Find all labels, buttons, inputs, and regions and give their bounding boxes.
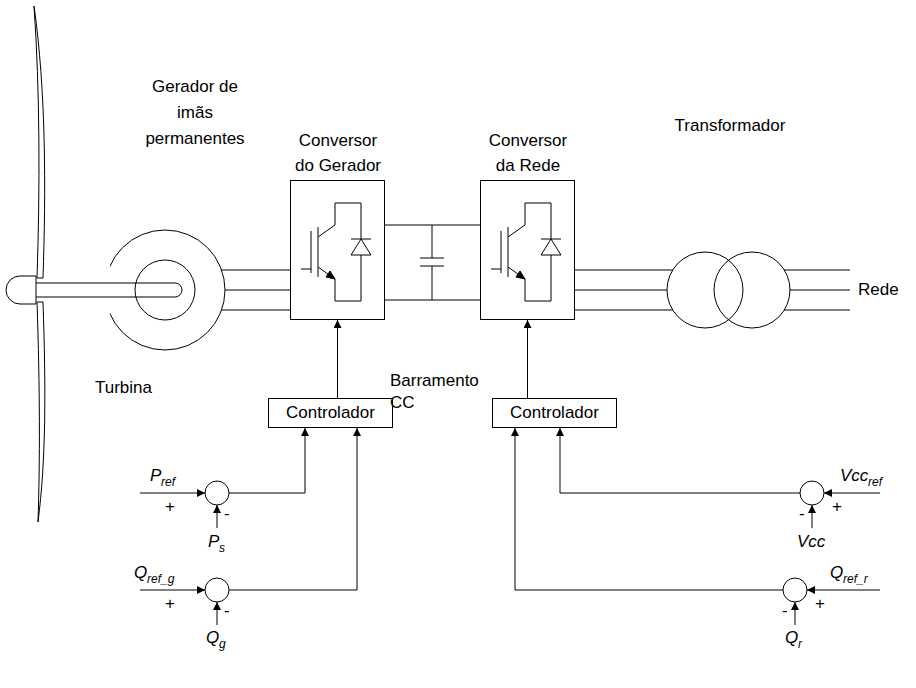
power-line (385, 225, 480, 300)
signal-name: P (150, 466, 161, 486)
signal-name: Vcc (840, 466, 868, 486)
signal-name: Q (206, 628, 219, 648)
igbt-symbol (291, 181, 384, 319)
transformer-winding (667, 252, 743, 328)
signal-wires (140, 428, 880, 625)
signal-subscript: ref (161, 475, 175, 489)
dc-capacitor (420, 225, 444, 300)
heading-label: Conversor da Rede (481, 128, 576, 178)
part-label: Barramento CC (390, 370, 485, 414)
turbine-shaft (32, 283, 182, 297)
converter: Conversor da Rede (473, 128, 583, 323)
signal-subscript: ref_g (147, 572, 174, 586)
generator-stator (110, 230, 225, 350)
control-arrow (337, 320, 338, 398)
signal-subscript: r (798, 637, 802, 651)
transformer-symbol (650, 115, 810, 335)
power-line (575, 270, 673, 310)
generator: Gerador de imãs permanentes (110, 74, 280, 359)
signal-name: Vcc (797, 532, 825, 552)
box-label: Controlador (493, 399, 616, 427)
converter: Conversor do Gerador (283, 128, 393, 323)
converter-box (480, 180, 575, 320)
sign-label: + (832, 497, 842, 517)
signal-subscript: ref (868, 475, 882, 489)
power-line (222, 270, 290, 310)
control-arrow (527, 320, 528, 398)
sign-label: - (782, 601, 788, 621)
grid-lines (784, 270, 850, 310)
sign-label: + (165, 497, 175, 517)
generator-rotor (135, 260, 195, 320)
transformer: Transformador (650, 115, 810, 335)
heading-label: Gerador de imãs permanentes (138, 74, 253, 152)
signal-subscript: g (219, 637, 226, 651)
box-label: Controlador (269, 399, 392, 427)
turbine-blade (34, 6, 45, 278)
sign-label: + (165, 594, 175, 614)
sign-label: - (224, 601, 230, 621)
sign-label: - (224, 504, 230, 524)
turbine-blade (37, 302, 45, 522)
signal-name: Q (785, 628, 798, 648)
heading-label: Conversor do Gerador (291, 128, 386, 178)
transformer-winding (714, 252, 790, 328)
signal-name: P (208, 532, 219, 552)
controller-box: Controlador (492, 398, 617, 428)
igbt-symbol (481, 181, 574, 319)
part-label: Turbina (95, 378, 152, 398)
sign-label: + (815, 594, 825, 614)
signal-name: Q (830, 563, 843, 583)
signal-subscript: s (219, 541, 225, 555)
sign-label: - (799, 504, 805, 524)
signal-name: Q (134, 563, 147, 583)
heading-label: Transformador (650, 115, 810, 137)
signal-subscript: ref_r (843, 572, 868, 586)
converter-box (290, 180, 385, 320)
part-label: Rede (858, 280, 899, 300)
controller-box: Controlador (268, 398, 393, 428)
turbine-hub (6, 276, 36, 304)
